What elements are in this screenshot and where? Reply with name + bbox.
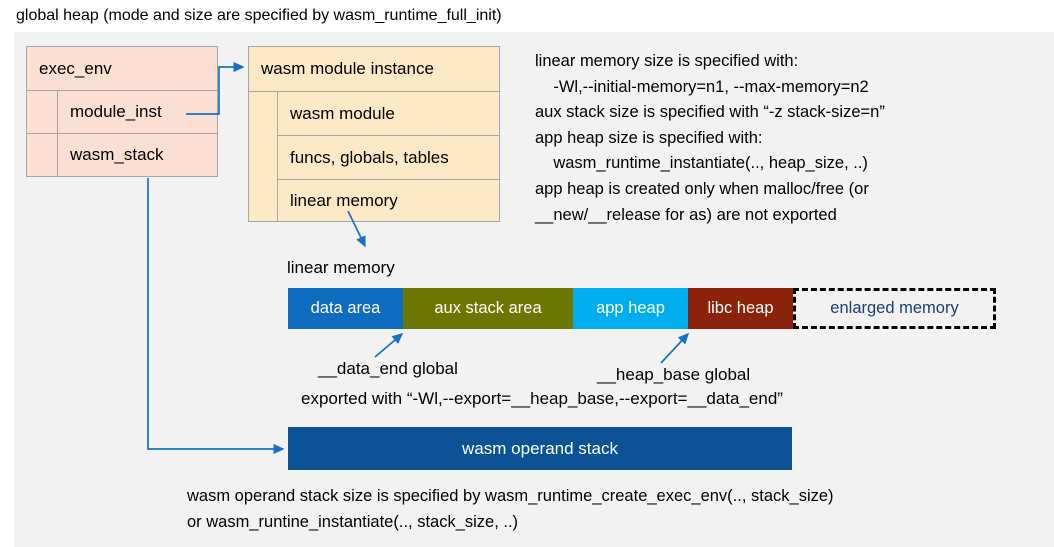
module-instance-gutter (249, 92, 277, 135)
exec-env-gutter (27, 91, 57, 133)
module-instance-field-wasm-module: wasm module (277, 92, 499, 135)
module-instance-field-linear-memory: linear memory (277, 179, 499, 221)
annotation-data-end: __data_end global (318, 359, 458, 378)
annotation-heap-base: __heap_base global (597, 365, 751, 384)
memory-segment-data-area: data area (288, 288, 403, 329)
linear-memory-notes: linear memory size is specified with: -W… (535, 52, 885, 224)
operand-stack-note: wasm operand stack size is specified by … (187, 487, 834, 531)
memory-segment-app-heap: app heap (573, 288, 688, 329)
module-instance-field-funcs-globals-tables: funcs, globals, tables (277, 135, 499, 179)
module-instance-gutter-3 (249, 179, 277, 221)
exec-env-field-module-inst: module_inst (57, 91, 217, 133)
exec-env-header: exec_env (27, 47, 217, 90)
exec-env-field-module-inst-row: module_inst (27, 90, 217, 133)
exec-env-field-wasm-stack: wasm_stack (57, 134, 217, 176)
module-instance-field-wasm-module-row: wasm module (249, 91, 499, 135)
linear-memory-bar: data area aux stack area app heap libc h… (288, 288, 996, 329)
module-instance-header: wasm module instance (249, 47, 499, 91)
annotation-exported-with: exported with “-Wl,--export=__heap_base,… (301, 389, 783, 408)
module-instance-field-funcs-row: funcs, globals, tables (249, 135, 499, 179)
exec-env-gutter-2 (27, 134, 57, 176)
memory-segment-enlarged-memory: enlarged memory (793, 288, 996, 329)
wasm-module-instance-box: wasm module instance wasm module funcs, … (248, 46, 500, 222)
page-title: global heap (mode and size are specified… (16, 7, 502, 24)
module-instance-field-linear-memory-row: linear memory (249, 179, 499, 221)
memory-segment-aux-stack-area: aux stack area (403, 288, 573, 329)
exec-env-box: exec_env module_inst wasm_stack (26, 46, 218, 177)
linear-memory-label: linear memory (287, 258, 395, 277)
memory-segment-libc-heap: libc heap (688, 288, 793, 329)
wasm-operand-stack-bar: wasm operand stack (288, 427, 792, 470)
module-instance-gutter-2 (249, 135, 277, 179)
exec-env-field-wasm-stack-row: wasm_stack (27, 133, 217, 176)
